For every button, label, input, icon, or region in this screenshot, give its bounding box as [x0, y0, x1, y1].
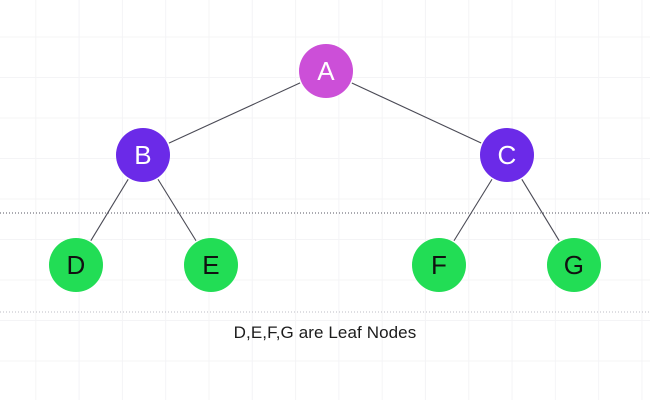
tree-node-c[interactable]: C — [480, 128, 534, 182]
tree-node-a[interactable]: A — [299, 44, 353, 98]
tree-node-label-g: G — [563, 250, 585, 280]
tree-edge-b-e — [157, 178, 197, 242]
tree-edge-a-b — [168, 82, 301, 144]
tree-node-label-a: A — [317, 56, 335, 86]
tree-node-label-b: B — [134, 140, 152, 170]
tree-node-f[interactable]: F — [412, 238, 466, 292]
tree-node-d[interactable]: D — [49, 238, 103, 292]
tree-edge-c-g — [521, 179, 560, 241]
tree-node-b[interactable]: B — [116, 128, 170, 182]
tree-edge-b-d — [90, 179, 129, 241]
tree-edge-a-c — [351, 82, 482, 144]
tree-node-e[interactable]: E — [184, 238, 238, 292]
tree-node-label-f: F — [430, 250, 448, 280]
tree-node-label-e: E — [202, 250, 220, 280]
tree-node-g[interactable]: G — [547, 238, 601, 292]
tree-edge-c-f — [453, 178, 493, 242]
diagram-caption: D,E,F,G are Leaf Nodes — [233, 323, 417, 342]
tree-node-label-d: D — [66, 250, 86, 280]
tree-node-label-c: C — [497, 140, 517, 170]
